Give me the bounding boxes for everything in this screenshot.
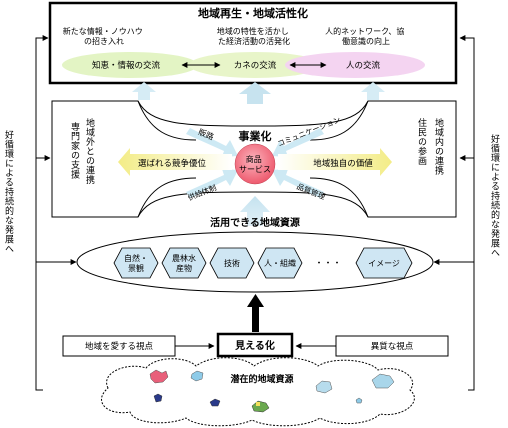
arrow-communication [272, 128, 324, 157]
exchange-people-label: 人の交流 [346, 60, 381, 71]
knowledge-exchange-ellipse [62, 52, 198, 78]
resource-ellipsis: ・・・ [314, 259, 341, 269]
resource-hexagon [161, 247, 207, 279]
resource-blob-lightblue [315, 380, 333, 394]
label-foreign-view: 異質な視点 [371, 341, 414, 352]
left-feedback-line [35, 35, 49, 391]
resource-label: 技術 [224, 258, 240, 268]
feedback-loop [35, 35, 475, 391]
resource-label: 農林水産物 [172, 253, 196, 273]
goal-new-knowledge: 新たな情報・ノウハウ の招き入れ [63, 26, 146, 46]
resource-blob-pink [149, 369, 169, 384]
box-visualize [216, 332, 294, 358]
thick-up-arrow [247, 294, 264, 332]
arrow-competitive-advantage [118, 148, 232, 176]
up-arrow-resources-to-business [240, 196, 270, 226]
resource-label: イメージ [368, 259, 400, 268]
upward-flow-arrows [132, 82, 385, 104]
arrow-supply-system [186, 169, 238, 198]
revitalization-title: 地域再生・地域活性化 [198, 6, 308, 20]
up-arrow-right [361, 82, 385, 100]
right-feedback-line [459, 35, 475, 391]
revitalization-box: 地域再生・地域活性化 新たな情報・ノウハウ の招き入れ 地域の特性を活かし た経… [48, 1, 458, 85]
right-sustainable-label: 好循環による持続的な発展へ [489, 134, 499, 258]
goal-human-network: 人的ネットワーク、協 働意識の向上 [325, 26, 407, 46]
arrow-sales-channel [186, 128, 238, 157]
resource-hexagon [355, 247, 413, 279]
resource-label: 自然・景観 [124, 253, 148, 273]
label-visualize: 見える化 [234, 339, 275, 352]
resource-blob-navy [153, 393, 163, 403]
latent-resources-cloud: 潜在的地域資源 [101, 357, 415, 427]
label-love-region: 地域を愛する視点 [85, 341, 154, 352]
resource-hexagon [209, 247, 255, 279]
resource-blob-blue-dot [355, 397, 363, 404]
up-arrow-center [239, 82, 271, 104]
money-exchange-ellipse [189, 52, 321, 78]
label-resident-participation: 住民の参画 [416, 118, 426, 166]
up-arrow-left [132, 82, 156, 100]
visualize-row: 地域を愛する視点 見える化 異質な視点 [62, 332, 449, 358]
label-expert-support: 専門家の支援 [69, 122, 79, 179]
resource-blob-lightblue-2 [371, 373, 395, 389]
resource-hexagons: 自然・景観 農林水産物 技術 人・組織 ・・・ イメージ [113, 247, 413, 279]
exchange-knowledge-label: 知恵・情報の交流 [92, 60, 161, 71]
resource-blob-navy-2 [209, 398, 221, 407]
exchange-money-label: カネの交流 [234, 60, 277, 71]
label-competitive-advantage: 選ばれる競争優位 [138, 158, 207, 169]
goal-economic-activity: 地域の特性を活かし た経済活動の活発化 [217, 26, 292, 46]
resource-blob-blue-small [190, 370, 204, 382]
resource-hexagon [113, 247, 159, 279]
arrow-quality-control [272, 169, 324, 198]
product-service-core [234, 143, 276, 185]
label-local-value: 地域独自の価値 [313, 158, 373, 169]
resources-title: 活用できる地域資源 [210, 216, 300, 229]
resource-blob-yellow [256, 402, 260, 406]
resources-ellipse [76, 231, 434, 293]
left-sustainable-label: 好循環による持続的な発展へ [3, 130, 13, 254]
business-title: 事業化 [239, 129, 272, 143]
latent-resources-title: 潜在的地域資源 [230, 373, 293, 385]
resource-label: 人・組織 [264, 258, 296, 268]
label-internal-cooperation: 地域内の連携 [433, 118, 443, 175]
product-service-label: 商品 サービス [239, 154, 271, 174]
people-exchange-ellipse [285, 52, 425, 78]
label-external-cooperation: 地域外との連携 [84, 118, 94, 185]
arrow-local-value [278, 148, 392, 176]
resource-hexagon [257, 247, 303, 279]
resources-group: 活用できる地域資源 自然・景観 農林水産物 技術 人・組織 ・・・ イメージ [76, 216, 434, 293]
